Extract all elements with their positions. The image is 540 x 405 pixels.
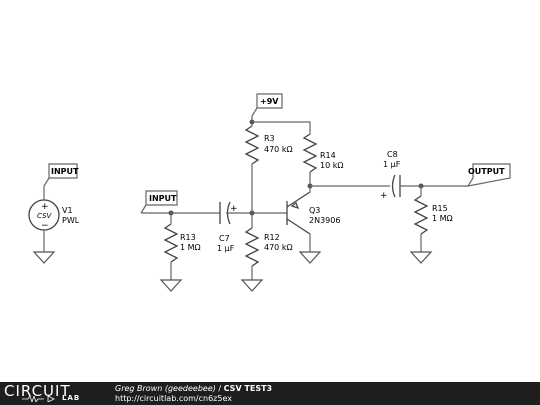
v1-minus-sign: − <box>41 221 49 231</box>
r14-value-label: 10 kΩ <box>320 161 343 170</box>
vcc-rail-wire <box>252 121 311 134</box>
c8-ref-label: C8 <box>387 150 398 159</box>
c8-capacitor <box>391 174 401 198</box>
v1-source: + CSV − <box>28 199 60 231</box>
r13-ref-label: R13 <box>180 233 196 242</box>
r12-resistor <box>244 227 260 267</box>
ground-symbol-r13 <box>159 279 183 292</box>
input-flag-source-label: INPUT <box>51 167 79 176</box>
c7-value-label: 1 µF <box>217 244 235 253</box>
ground-symbol-q3 <box>298 251 322 264</box>
title-separator: / <box>215 384 224 393</box>
input-flag-amp: INPUT <box>140 190 178 214</box>
r12-value-label: 470 kΩ <box>264 243 293 252</box>
author-title-line: Greg Brown (geedeebee) / CSV TEST3 <box>115 384 272 393</box>
c7-plus-sign: + <box>230 204 238 214</box>
vcc-flag-label: +9V <box>260 97 279 106</box>
circuit-title: CSV TEST3 <box>223 384 273 393</box>
v1-ref-label: V1 <box>62 206 73 215</box>
r15-resistor <box>413 195 429 235</box>
r12-ref-label: R12 <box>264 233 280 242</box>
q3-transistor <box>286 191 311 235</box>
circuit-url[interactable]: http://circuitlab.com/cn6z5ex <box>115 394 232 403</box>
ground-symbol-r12 <box>240 279 264 292</box>
logo-lab-text: LAB <box>62 394 81 402</box>
c7-ref-label: C7 <box>219 234 230 243</box>
r13-value-label: 1 MΩ <box>180 243 201 252</box>
r3-value-label: 470 kΩ <box>264 145 293 154</box>
q3-ref-label: Q3 <box>309 206 320 215</box>
v1-type-label: PWL <box>62 216 80 225</box>
logo-circuit-symbol-icon <box>22 396 55 402</box>
vcc-flag: +9V <box>251 93 283 117</box>
r14-ref-label: R14 <box>320 151 336 160</box>
footer-bar: CIRCUIT LAB Greg Brown (geedeebee) / CSV… <box>0 382 540 405</box>
ground-symbol-r15 <box>409 251 433 264</box>
c8-value-label: 1 µF <box>383 160 401 169</box>
r14-resistor <box>302 133 318 173</box>
r15-value-label: 1 MΩ <box>432 214 453 223</box>
v1-symbol-text: CSV <box>37 212 52 220</box>
v1-plus-sign: + <box>41 202 49 212</box>
c8-plus-sign: + <box>380 191 388 201</box>
input-flag-source: INPUT <box>43 163 79 187</box>
input-flag-amp-label: INPUT <box>149 194 177 203</box>
ground-symbol-v1 <box>32 251 56 264</box>
output-flag-label: OUTPUT <box>468 167 505 176</box>
q3-value-label: 2N3906 <box>309 216 340 225</box>
r15-ref-label: R15 <box>432 204 448 213</box>
output-flag: OUTPUT <box>466 163 511 187</box>
r13-resistor <box>163 223 179 263</box>
r3-ref-label: R3 <box>264 134 275 143</box>
r3-resistor <box>244 125 260 165</box>
circuitlab-logo[interactable]: CIRCUIT <box>4 382 71 400</box>
schematic-canvas: INPUT + CSV − V1 PWL INPUT R13 1 MΩ + C7… <box>28 93 511 292</box>
author-name[interactable]: Greg Brown (geedeebee) <box>115 384 216 393</box>
